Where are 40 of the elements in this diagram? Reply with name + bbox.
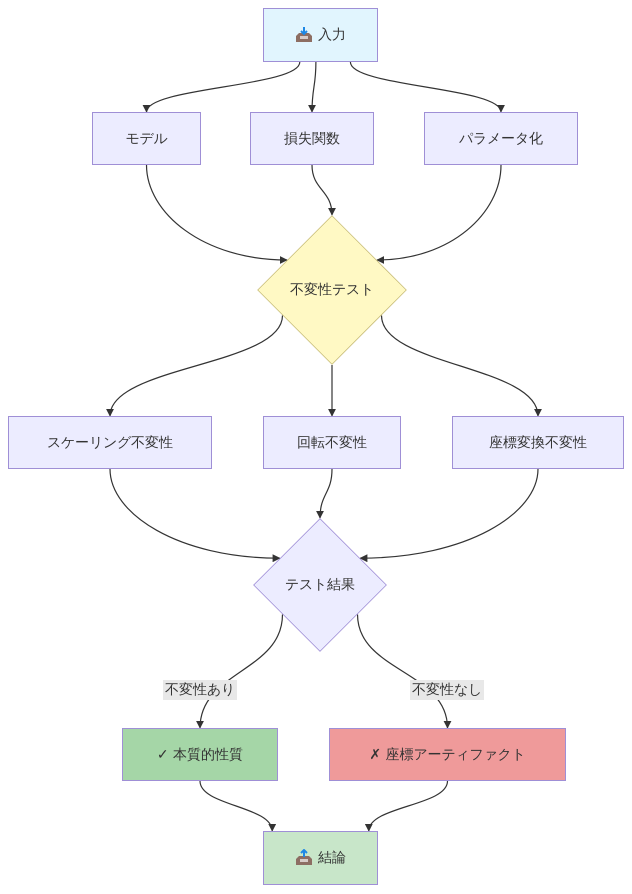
arrow [311, 164, 336, 216]
node-label: 回転不変性 [297, 434, 367, 452]
node-label: テスト結果 [285, 576, 355, 594]
arrow [146, 62, 300, 113]
edge-label: 不変性なし [410, 680, 484, 700]
arrow [380, 315, 540, 417]
node-label: 結論 [318, 849, 346, 867]
arrow [328, 365, 336, 417]
process-box [263, 831, 378, 885]
node-label: スケーリング不変性 [47, 434, 173, 452]
node-label: モデル [126, 130, 168, 148]
process-box [263, 416, 401, 469]
arrow [199, 780, 274, 832]
node-label: パラメータ化 [459, 130, 543, 148]
process-box [8, 416, 212, 469]
node-label: 不変性テスト [290, 281, 374, 299]
process-box [92, 112, 201, 165]
node-label: 入力 [318, 26, 346, 44]
node-label: ✗ 座標アーティファクト [369, 746, 526, 764]
edge-label: 不変性あり [163, 680, 237, 700]
process-box [452, 416, 624, 469]
arrow [108, 315, 284, 417]
arrow [376, 164, 502, 264]
node-label: 損失関数 [284, 130, 340, 148]
process-box [263, 8, 378, 62]
arrow [316, 468, 333, 519]
process-box [329, 728, 566, 781]
arrow [109, 468, 281, 562]
decision-diamond [257, 215, 407, 365]
arrow [146, 164, 288, 264]
process-box [424, 112, 578, 165]
node-label: ✓ 本質的性質 [156, 746, 244, 764]
arrow [359, 468, 539, 562]
arrow [308, 62, 316, 113]
arrow [366, 780, 448, 832]
arrow [350, 62, 502, 113]
process-box [250, 112, 374, 165]
node-label: 座標変換不変性 [489, 434, 587, 452]
process-box [122, 728, 278, 781]
decision-diamond [253, 518, 387, 652]
